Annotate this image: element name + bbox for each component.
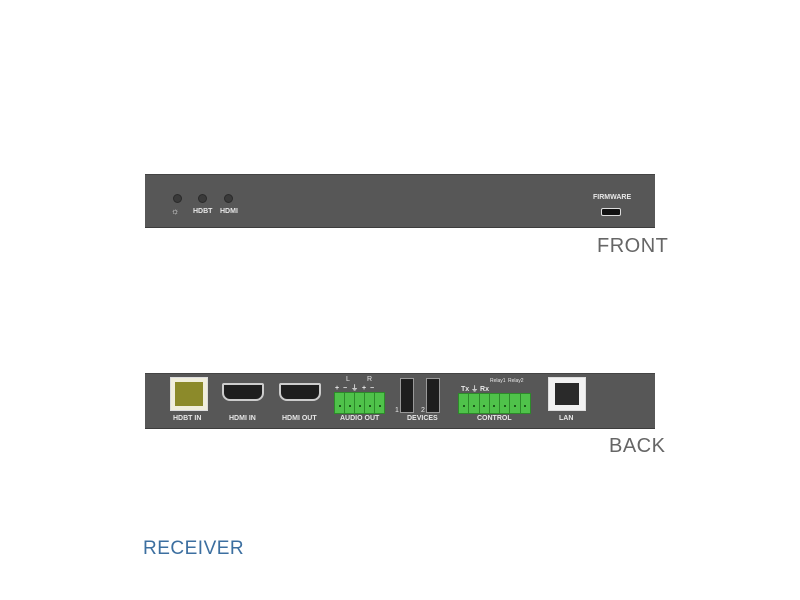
audio-out-terminal[interactable] [334,392,385,414]
back-panel: HDBT IN HDMI IN HDMI OUT L R + − ⏚ + − A… [145,373,655,429]
hdmi-in-label: HDMI IN [229,415,256,422]
devices-label: DEVICES [407,415,438,422]
hdmi-led [224,194,233,203]
audio-out-label: AUDIO OUT [340,415,380,422]
back-title: BACK [609,435,666,457]
relay2-label: Relay2 [508,378,524,384]
hdbt-in-label: HDBT IN [173,415,202,422]
hdbt-in-port[interactable] [170,377,208,411]
firmware-usb-port[interactable] [601,208,621,216]
hdmi-in-port[interactable] [222,383,264,401]
hdbt-led [198,194,207,203]
control-label: CONTROL [477,415,512,422]
hdmi-led-label: HDMI [220,208,238,215]
audio-r-label: R [367,376,373,383]
audio-pin-labels: + − ⏚ + − [335,385,376,392]
hdbt-led-label: HDBT [193,208,213,215]
front-title: FRONT [597,235,669,257]
usb-1-label: 1 [395,407,399,414]
usb-2-label: 2 [421,407,425,414]
power-led-icon: ☼ [171,206,180,216]
lan-port[interactable] [548,377,586,411]
front-panel: ☼ HDBT HDMI FIRMWARE [145,174,655,228]
lan-label: LAN [559,415,574,422]
power-led [173,194,182,203]
control-terminal[interactable] [458,393,531,414]
relay1-label: Relay1 [490,378,506,384]
usb-device-port-2[interactable] [426,378,440,413]
hdmi-out-port[interactable] [279,383,321,401]
product-title: RECEIVER [143,538,245,559]
usb-device-port-1[interactable] [400,378,414,413]
hdmi-out-label: HDMI OUT [282,415,317,422]
audio-l-label: L [346,376,350,383]
firmware-label: FIRMWARE [593,194,632,201]
control-txrx-label: Tx ⏚ Rx [461,386,490,393]
